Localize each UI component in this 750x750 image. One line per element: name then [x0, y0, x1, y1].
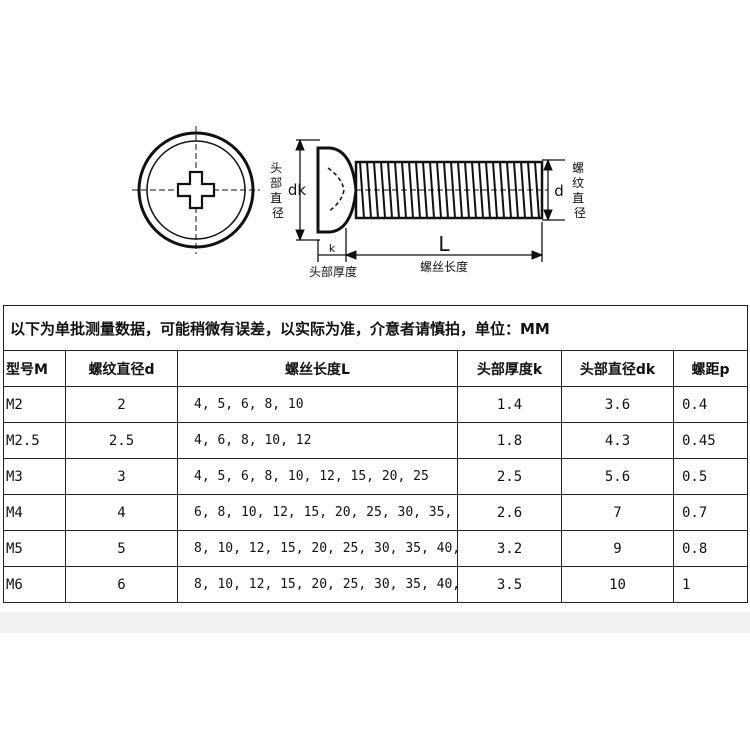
note-row: 以下为单批测量数据，可能稍微有误差，以实际为准，介意者请慎拍，单位：MM	[2, 305, 749, 351]
screw-head-top-view	[132, 126, 260, 254]
cell-screw-length: 6, 8, 10, 12, 15, 20, 25, 30, 35, 40	[177, 494, 458, 531]
cell-thread-diameter: 2.5	[65, 422, 178, 459]
table-header-row: 型号M 螺纹直径d 螺丝长度L 头部厚度k 头部直径dk 螺距p	[3, 350, 749, 387]
cell-head-thickness: 1.8	[457, 422, 562, 459]
cell-model: M6	[3, 566, 66, 603]
bottom-blank-area	[0, 633, 750, 750]
header-pitch: 螺距p	[672, 350, 749, 387]
cell-head-thickness: 3.2	[457, 530, 562, 567]
thread-line	[450, 161, 456, 219]
d-label: d	[554, 182, 564, 200]
thread-line	[478, 161, 484, 219]
cell-thread-diameter: 3	[65, 458, 178, 495]
cell-screw-length: 4, 5, 6, 8, 10, 12, 15, 20, 25	[177, 458, 458, 495]
cell-thread-diameter: 6	[65, 566, 178, 603]
cell-screw-length: 8, 10, 12, 15, 20, 25, 30, 35, 40, 45, 5…	[177, 530, 458, 567]
cell-model: M2	[3, 386, 66, 423]
cell-screw-length: 8, 10, 12, 15, 20, 25, 30, 35, 40, 45, 5…	[177, 566, 458, 603]
cell-thread-diameter: 5	[65, 530, 178, 567]
thread-line	[415, 161, 421, 219]
cell-pitch: 0.5	[672, 458, 749, 495]
cell-head-diameter: 10	[561, 566, 674, 603]
cell-pitch: 0.4	[672, 386, 749, 423]
cell-head-diameter: 9	[561, 530, 674, 567]
cell-head-thickness: 2.5	[457, 458, 562, 495]
cell-screw-length: 4, 5, 6, 8, 10	[177, 386, 458, 423]
table-row: M6 6 8, 10, 12, 15, 20, 25, 30, 35, 40, …	[3, 566, 749, 603]
cell-head-diameter: 5.6	[561, 458, 674, 495]
cell-screw-length: 4, 6, 8, 10, 12	[177, 422, 458, 459]
screw-diagram: 头 部 直 径 dk 螺 纹 直 径 d k 头部厚度 L 螺丝长度	[132, 126, 588, 279]
cell-head-diameter: 7	[561, 494, 674, 531]
cell-model: M5	[3, 530, 66, 567]
cell-pitch: 0.7	[672, 494, 749, 531]
cell-pitch: 1	[672, 566, 749, 603]
table-row: M2 2 4, 5, 6, 8, 10 1.4 3.6 0.4	[3, 386, 749, 423]
table-row: M5 5 8, 10, 12, 15, 20, 25, 30, 35, 40, …	[3, 530, 749, 567]
cell-head-thickness: 2.6	[457, 494, 562, 531]
thread-line	[387, 161, 393, 219]
cell-head-diameter: 4.3	[561, 422, 674, 459]
dk-label: dk	[288, 181, 307, 199]
header-thread-diameter: 螺纹直径d	[65, 350, 178, 387]
cell-head-diameter: 3.6	[561, 386, 674, 423]
table-row: M2.5 2.5 4, 6, 8, 10, 12 1.8 4.3 0.45	[3, 422, 749, 459]
thread-diameter-label: 螺 纹 直 径	[572, 161, 588, 220]
cell-model: M4	[3, 494, 66, 531]
cell-model: M3	[3, 458, 66, 495]
head-diameter-label: 头 部 直 径	[270, 161, 286, 220]
cell-head-thickness: 3.5	[457, 566, 562, 603]
cell-pitch: 0.45	[672, 422, 749, 459]
header-model: 型号M	[3, 350, 66, 387]
dimension-lines	[295, 138, 565, 262]
thread-length-label: 螺丝长度	[420, 259, 468, 274]
cell-pitch: 0.8	[672, 530, 749, 567]
head-thickness-label: 头部厚度	[309, 264, 357, 279]
phillips-cross-icon	[176, 170, 216, 210]
cell-thread-diameter: 2	[65, 386, 178, 423]
cell-model: M2.5	[3, 422, 66, 459]
thread-line	[513, 161, 519, 219]
header-screw-length: 螺丝长度L	[177, 350, 458, 387]
L-label: L	[438, 232, 450, 256]
table-row: M4 4 6, 8, 10, 12, 15, 20, 25, 30, 35, 4…	[3, 494, 749, 531]
cell-thread-diameter: 4	[65, 494, 178, 531]
bottom-divider	[0, 612, 750, 634]
measurement-note: 以下为单批测量数据，可能稍微有误差，以实际为准，介意者请慎拍，单位：MM	[2, 305, 749, 351]
header-head-diameter: 头部直径dk	[561, 350, 674, 387]
k-label: k	[329, 242, 336, 255]
cell-head-thickness: 1.4	[457, 386, 562, 423]
header-head-thickness: 头部厚度k	[457, 350, 562, 387]
spec-table: 以下为单批测量数据，可能稍微有误差，以实际为准，介意者请慎拍，单位：MM 型号M…	[2, 305, 749, 603]
table-row: M3 3 4, 5, 6, 8, 10, 12, 15, 20, 25 2.5 …	[3, 458, 749, 495]
screw-side-view	[316, 146, 548, 234]
